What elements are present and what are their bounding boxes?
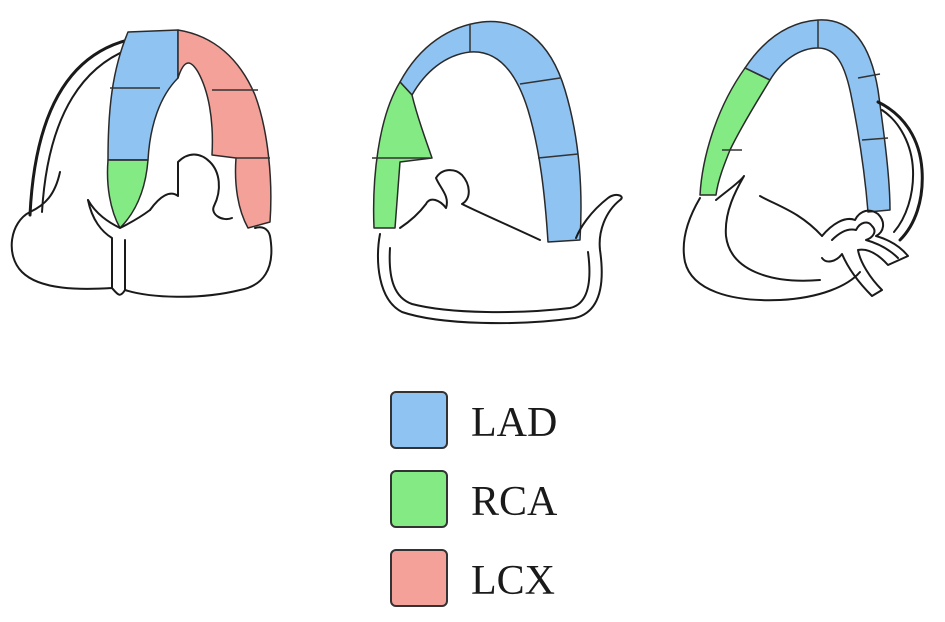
- segment-inferior-rca: [372, 81, 433, 229]
- two-chamber-valve: [399, 169, 541, 241]
- divider: [519, 77, 561, 85]
- four-chamber-epicardium-inner: [41, 45, 139, 213]
- divider: [857, 73, 881, 79]
- legend-item-rca: RCA: [390, 470, 558, 528]
- three-chamber-epicardium-inner: [881, 109, 915, 233]
- legend: LAD RCA LCX: [390, 391, 558, 607]
- divider: [537, 153, 579, 159]
- legend-item-lcx: LCX: [390, 549, 555, 607]
- heart-view-two-chamber: [372, 20, 623, 325]
- four-chamber-valve: [149, 153, 233, 220]
- legend-item-lad: LAD: [390, 391, 557, 449]
- three-chamber-epicardium: [876, 100, 924, 242]
- legend-swatch-lad: [390, 391, 448, 449]
- heart-view-three-chamber: [682, 19, 924, 302]
- three-chamber-atrium-inner: [715, 175, 821, 282]
- legend-label-rca: RCA: [471, 479, 558, 525]
- four-chamber-septum-leaflet: [87, 199, 151, 229]
- segment-anteroseptal-lad: [744, 19, 891, 213]
- three-chamber-atrium: [682, 197, 861, 302]
- legend-label-lad: LAD: [471, 400, 557, 446]
- four-chamber-epicardium: [28, 38, 130, 217]
- four-chamber-atria: [10, 171, 273, 298]
- two-chamber-atrium-inner: [388, 247, 591, 314]
- divider: [861, 137, 889, 141]
- legend-swatch-rca: [390, 470, 448, 528]
- divider: [744, 67, 771, 81]
- three-chamber-lvot: [759, 195, 823, 237]
- segment-lateral-lcx: [177, 29, 272, 229]
- two-chamber-atrium: [377, 193, 623, 325]
- three-chamber-aorta-inner: [831, 221, 899, 259]
- segment-septal-rca: [106, 159, 149, 229]
- segment-septal-lad: [107, 29, 179, 161]
- legend-label-lcx: LCX: [471, 558, 555, 604]
- legend-swatch-lcx: [390, 549, 448, 607]
- segment-inferolateral-rca: [699, 67, 771, 196]
- three-chamber-aorta: [821, 209, 909, 297]
- segment-anterior-lad: [399, 20, 582, 243]
- heart-view-four-chamber: [10, 29, 273, 298]
